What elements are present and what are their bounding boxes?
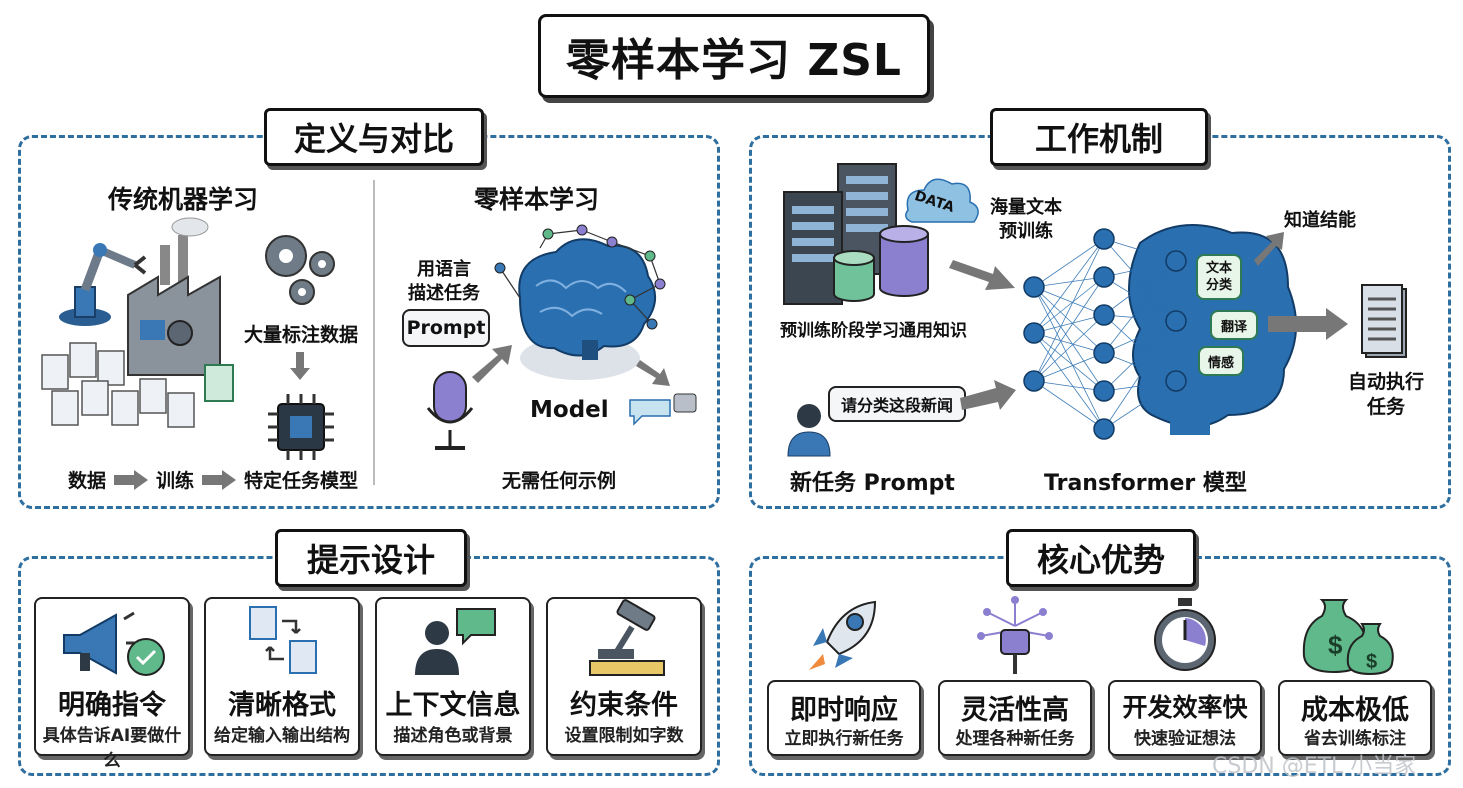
flow-step-data: 数据: [68, 470, 107, 492]
advantage-card: 灵活性高 处理各种新任务: [938, 680, 1092, 756]
factory-illustration: [41, 217, 234, 428]
gavel-ruler-icon: [589, 599, 665, 676]
knowledge-label: 知道结能: [1284, 210, 1356, 231]
card-title: 即时响应: [790, 695, 898, 726]
output-chat-icon: [629, 393, 697, 426]
task-translation: 翻译: [1210, 310, 1258, 340]
card-title: 约束条件: [570, 690, 678, 721]
prompt-card: 上下文信息 描述角色或背景: [375, 597, 531, 756]
advantage-card: 开发效率快 快速验证想法: [1108, 680, 1262, 756]
card-desc: 具体告诉AI要做什么: [42, 726, 182, 771]
microphone-icon: [426, 371, 474, 450]
advantages-title: 核心优势: [1006, 529, 1196, 587]
card-title: 上下文信息: [385, 690, 521, 721]
labeled-data-label: 大量标注数据: [244, 324, 359, 346]
gears-icon: [265, 235, 335, 305]
svg-text:$: $: [1328, 630, 1343, 660]
watermark: CSDN @ETL 小当家: [1212, 754, 1417, 779]
section-divider: [373, 180, 375, 485]
card-title: 灵活性高: [961, 695, 1069, 726]
data-arrow-icon: [949, 260, 1015, 290]
zsl-footer: 无需任何示例: [502, 470, 617, 492]
mechanism-title: 工作机制: [990, 108, 1208, 166]
output-label: 自动执行 任务: [1348, 371, 1425, 418]
prompt-card: 清晰格式 给定输入输出结构: [204, 597, 360, 756]
stopwatch-icon: [1154, 598, 1216, 671]
model-label: Model: [530, 397, 609, 423]
card-desc: 快速验证想法: [1134, 729, 1236, 749]
advantage-card: 即时响应 立即执行新任务: [767, 680, 921, 756]
card-desc: 处理各种新任务: [955, 729, 1075, 749]
brain-network-icon: [494, 224, 666, 380]
up-right-arrow-icon: [1254, 232, 1284, 266]
output-arrow-icon: [1268, 308, 1348, 340]
card-desc: 设置限制如字数: [564, 726, 684, 746]
up-arrow-icon: [472, 345, 512, 383]
zsl-heading: 零样本学习: [474, 185, 600, 214]
user-icon: [787, 404, 831, 457]
advantage-card: 成本极低 省去训练标注: [1278, 680, 1432, 756]
card-desc: 描述角色或背景: [393, 726, 513, 746]
prompt-bubble: Prompt: [402, 309, 490, 347]
down-arrow-icon: [290, 352, 310, 380]
new-task-label: 新任务 Prompt: [790, 471, 955, 496]
right-arrow-icon: [114, 470, 148, 490]
prompt-card: 明确指令 具体告诉AI要做什么: [34, 597, 190, 771]
money-bags-icon: $ $: [1302, 599, 1394, 676]
flow-step-train: 训练: [156, 470, 195, 492]
rocket-icon: [809, 600, 877, 670]
svg-text:$: $: [1366, 651, 1377, 673]
megaphone-icon: [63, 611, 165, 676]
card-title: 明确指令: [58, 690, 166, 721]
document-output-icon: [1361, 284, 1407, 358]
task-text-classification: 文本 分类: [1196, 254, 1242, 300]
plug-network-icon: [977, 596, 1053, 674]
card-desc: 立即执行新任务: [784, 729, 904, 749]
right-arrow-icon: [202, 470, 236, 490]
prompt-design-title: 提示设计: [275, 529, 467, 587]
card-title: 清晰格式: [228, 690, 336, 721]
corpus-label: 海量文本 预训练: [990, 197, 1062, 242]
definition-title: 定义与对比: [264, 108, 484, 166]
language-task-label: 用语言 描述任务: [408, 259, 480, 304]
format-icon: [249, 606, 317, 674]
card-desc: 省去训练标注: [1304, 729, 1406, 749]
servers-database-icon: [783, 163, 979, 305]
flow-step-model: 特定任务模型: [244, 470, 359, 492]
card-title: 开发效率快: [1122, 693, 1248, 722]
prompt-arrow-icon: [960, 380, 1016, 410]
chip-icon: [268, 394, 334, 460]
down-right-arrow-icon: [636, 360, 670, 386]
context-user-icon: [415, 608, 496, 675]
card-title: 成本极低: [1301, 695, 1409, 726]
card-desc: 给定输入输出结构: [214, 726, 350, 746]
task-sentiment: 情感: [1198, 346, 1244, 376]
request-bubble: 请分类这段新闻: [828, 386, 966, 422]
traditional-heading: 传统机器学习: [108, 185, 259, 214]
main-title: 零样本学习 ZSL: [538, 14, 930, 98]
transformer-label: Transformer 模型: [1044, 471, 1247, 496]
prompt-card: 约束条件 设置限制如字数: [546, 597, 702, 756]
pretrain-label: 预训练阶段学习通用知识: [780, 321, 967, 341]
